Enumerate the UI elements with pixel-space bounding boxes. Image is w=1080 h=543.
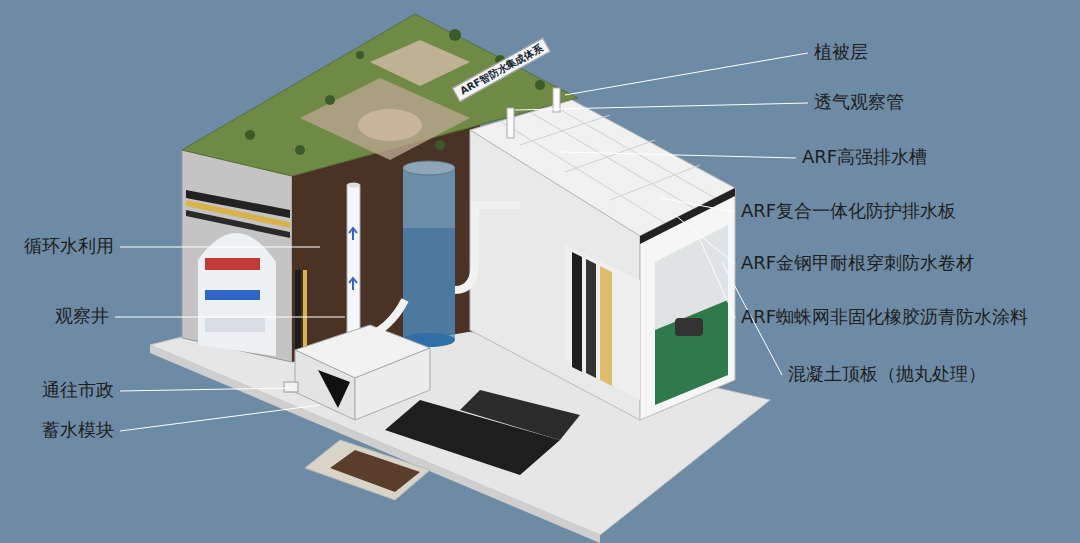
observation-pipe (347, 185, 360, 340)
pipe-blue (205, 290, 260, 300)
block-side (640, 188, 735, 420)
layer-strip (303, 270, 307, 350)
base-edge (150, 345, 600, 543)
tank-lid (403, 161, 455, 175)
sump-side (355, 348, 430, 420)
pipe-white (205, 318, 265, 332)
tunnel-opening (198, 233, 276, 356)
block-face (470, 130, 640, 420)
callout-label: 蓄水模块 (42, 419, 114, 441)
plaza (358, 109, 422, 141)
callout-label: ARF高强排水槽 (802, 146, 927, 168)
outlet-pipe (284, 382, 298, 392)
callout-label: ARF蜘蛛网非固化橡胶沥青防水涂料 (741, 306, 1028, 328)
pipe-red (205, 258, 260, 270)
vent-pipe (507, 108, 514, 138)
roof-edge (640, 188, 735, 244)
layer-band (186, 210, 290, 238)
callout-label: 透气观察管 (814, 91, 904, 113)
callout-label: 循环水利用 (24, 235, 114, 257)
vent-pipe (553, 88, 560, 112)
pit-soil (330, 450, 420, 492)
tunnel-face (182, 150, 292, 362)
callout-label: ARF复合一体化防护排水板 (741, 200, 956, 222)
pit (305, 440, 430, 500)
storage-pit-b (460, 390, 580, 440)
callout-label: ARF金钢甲耐根穿刺防水卷材 (741, 252, 974, 274)
garage (655, 225, 728, 405)
membrane (586, 259, 596, 378)
observation-pipe-cap (347, 183, 360, 188)
sump-funnel (318, 370, 350, 408)
callout-label: 观察井 (55, 305, 109, 327)
sign-board: ARF智防水集成体系 (452, 37, 551, 102)
flow-arrow (349, 228, 357, 290)
wall-layers (565, 245, 640, 400)
callout-label: 通往市政 (42, 379, 114, 401)
garage-floor (655, 300, 728, 405)
sign-text: ARF智防水集成体系 (458, 42, 545, 97)
paving (370, 40, 470, 86)
membrane (572, 252, 582, 372)
car (675, 318, 703, 336)
layer-strip (295, 270, 301, 350)
sump-face (295, 350, 355, 420)
leader-lines (115, 53, 808, 431)
pipe (360, 300, 405, 340)
pipe (455, 205, 520, 290)
membrane (600, 266, 612, 386)
paving (300, 78, 470, 160)
callout-label: 混凝土顶板（抛丸处理） (788, 363, 986, 385)
callout-label: 植被层 (814, 41, 868, 63)
tank (403, 168, 455, 340)
tank-top (403, 168, 455, 228)
